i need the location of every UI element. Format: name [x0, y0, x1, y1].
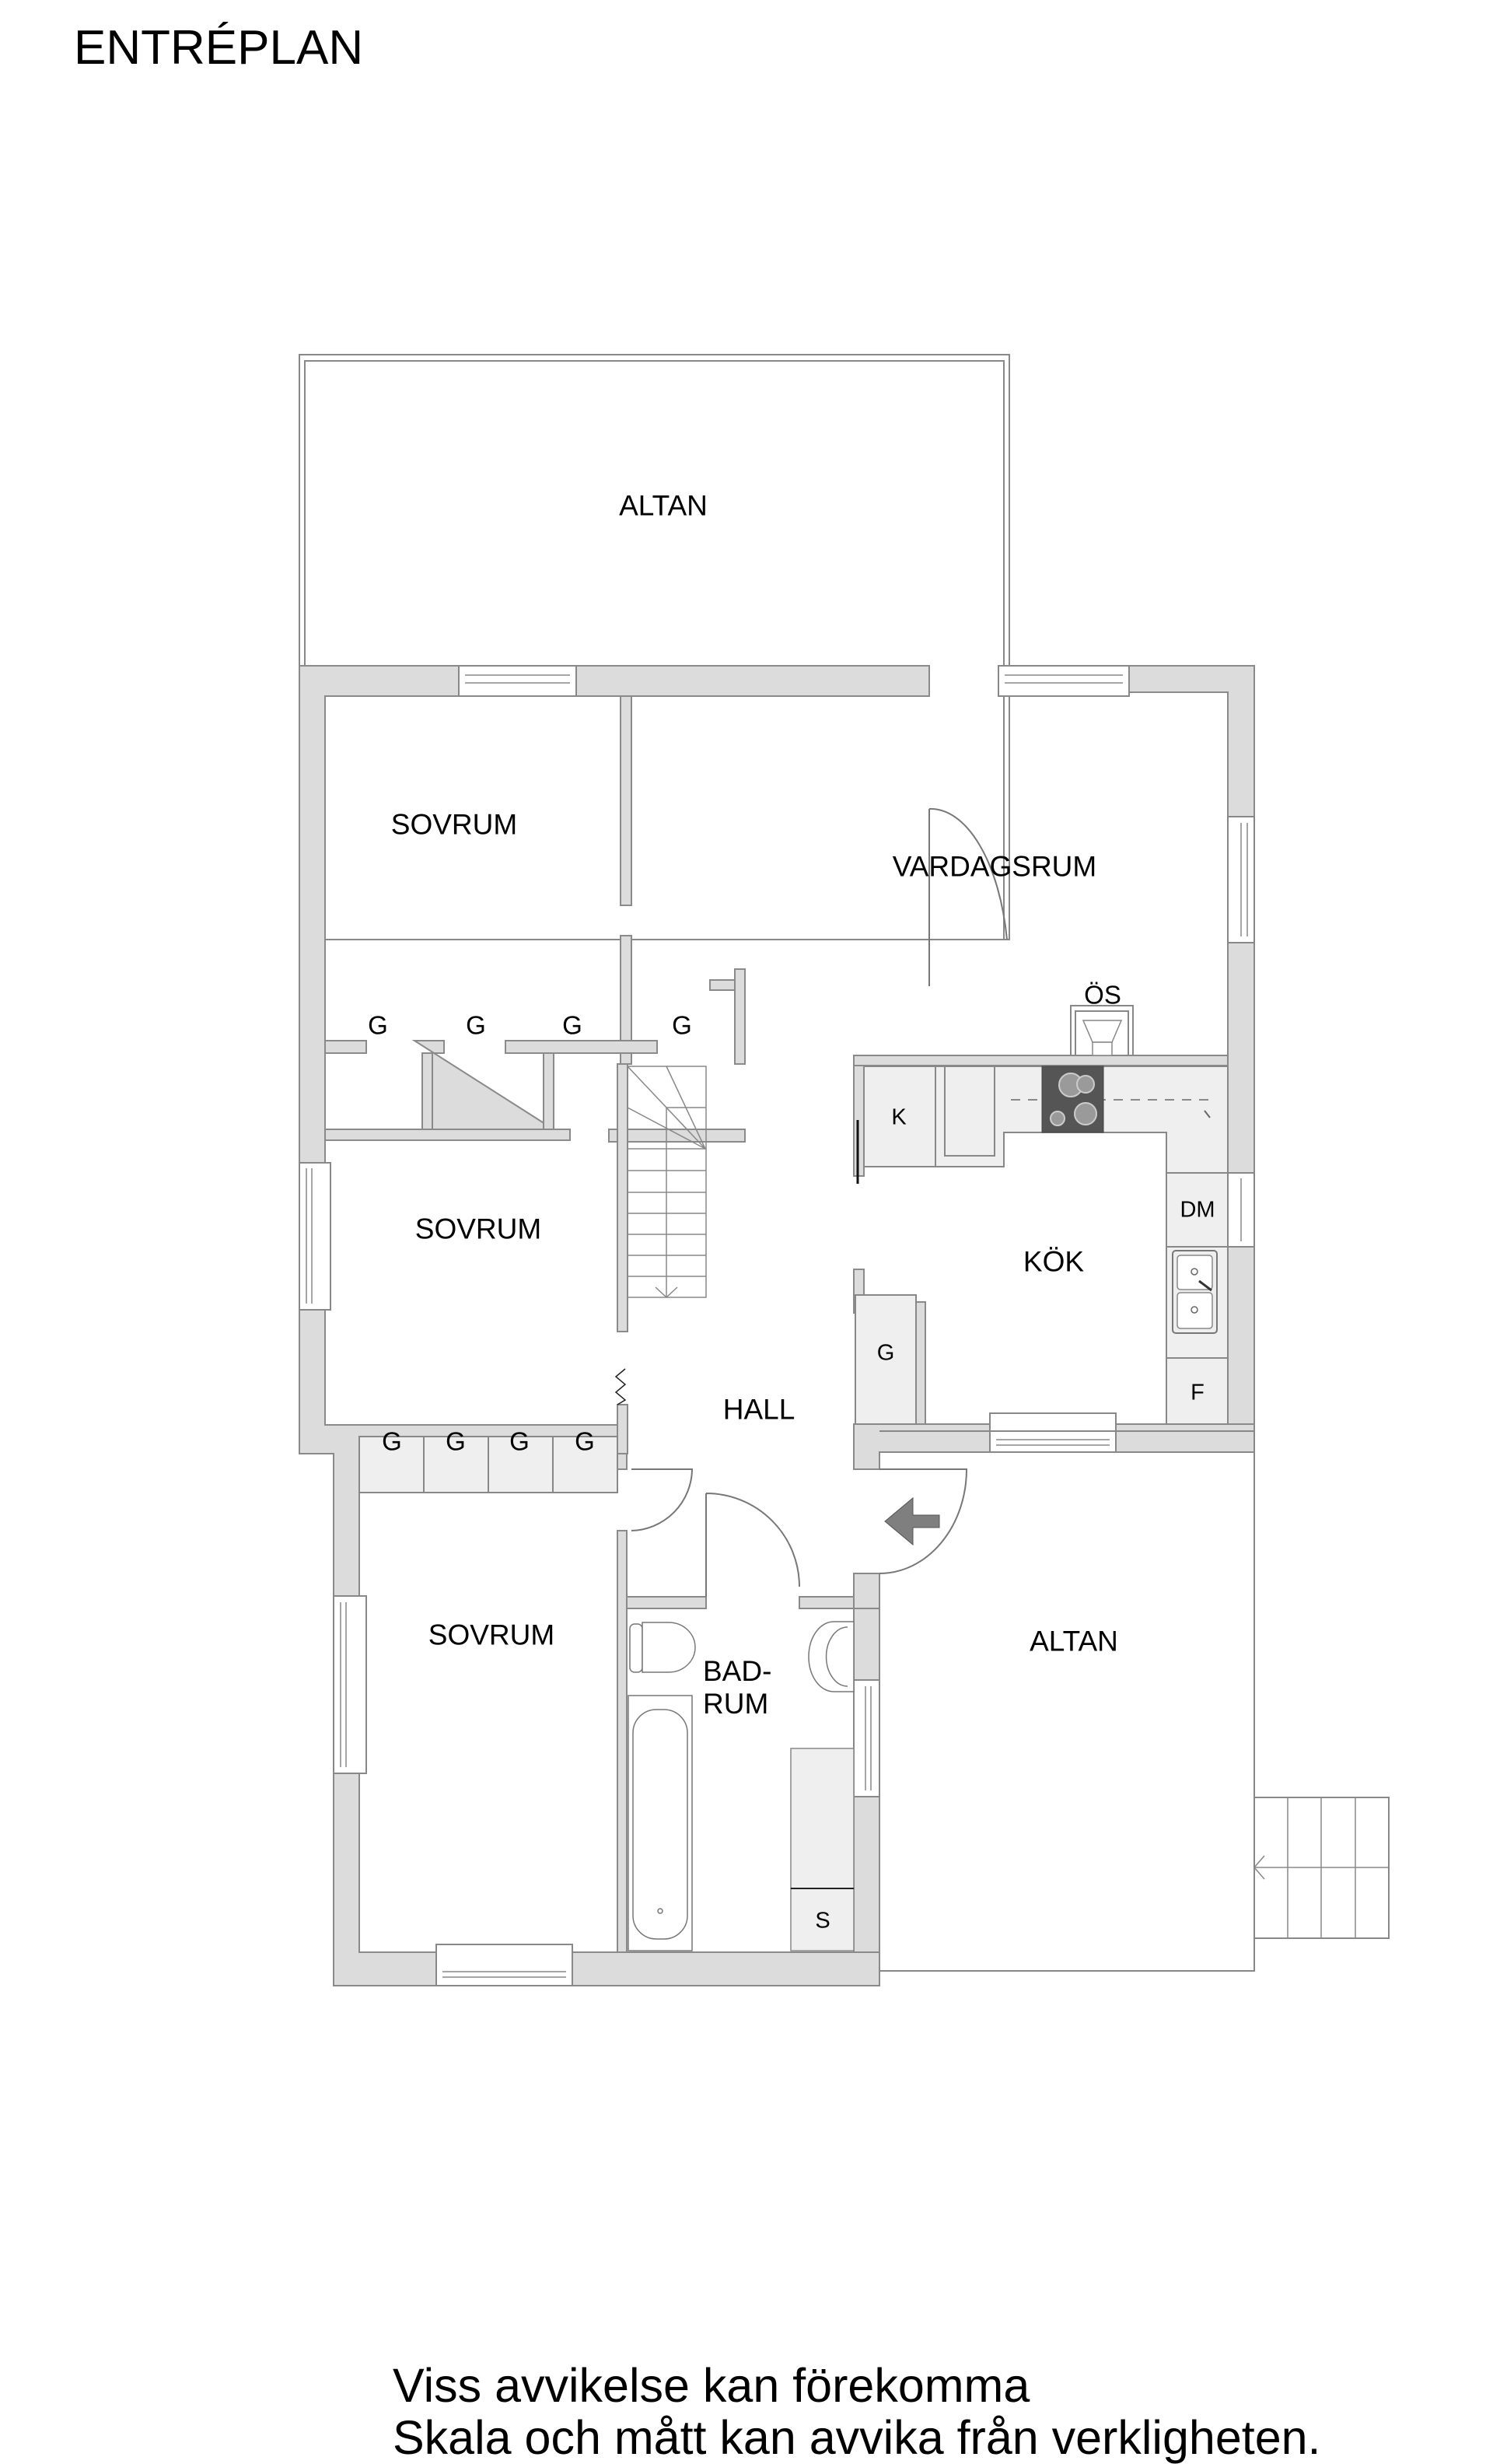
- closet-hall: [855, 1294, 917, 1425]
- fireplace-icon: [1070, 1005, 1134, 1056]
- interior-walls: [324, 695, 1229, 1953]
- door-altan-top: [928, 807, 1008, 986]
- room-label-badrum-line1: BAD-: [703, 1655, 772, 1687]
- closet-label-lower-4: G: [575, 1426, 595, 1456]
- disclaimer-line-1: Viss avvikelse kan förekomma: [393, 2359, 1030, 2412]
- page-title: ENTRÉPLAN: [74, 21, 364, 75]
- windows: [299, 665, 1255, 1986]
- closet-label-upper-3: G: [562, 1010, 582, 1040]
- room-label-altan-bottom: ALTAN: [1030, 1625, 1118, 1657]
- closet-label-upper-1: G: [368, 1010, 388, 1040]
- opening-zigzag: [614, 1368, 627, 1405]
- room-label-badrum-line2: RUM: [703, 1688, 769, 1720]
- altan-bottom-outline: [879, 1430, 1255, 1972]
- fixture-label-kyl: K: [891, 1104, 907, 1130]
- closet-label-upper-4: G: [672, 1010, 692, 1040]
- closet-label-lower-1: G: [382, 1426, 402, 1456]
- closet-label-upper-2: G: [466, 1010, 486, 1040]
- fixture-label-frys: F: [1191, 1380, 1205, 1405]
- room-label-altan-top: ALTAN: [619, 489, 708, 522]
- room-label-sovrum-3: SOVRUM: [428, 1619, 555, 1651]
- room-label-hall: HALL: [722, 1393, 795, 1426]
- doors: [631, 1468, 968, 1597]
- disclaimer: Viss avvikelse kan förekomma Skala och m…: [393, 2360, 1321, 2464]
- kitchen-sink-icon: [1172, 1250, 1218, 1334]
- room-label-os: ÖS: [1084, 980, 1121, 1010]
- room-label-sovrum-2: SOVRUM: [414, 1213, 542, 1245]
- altan-top-outline: [299, 354, 1010, 940]
- bathroom-fixtures: [628, 1621, 855, 1951]
- closet-label-lower-3: G: [509, 1426, 530, 1456]
- closet-label-lower-2: G: [446, 1426, 466, 1456]
- disclaimer-line-2: Skala och mått kan avvika från verklighe…: [393, 2411, 1321, 2464]
- closet-row-lower: [358, 1436, 618, 1493]
- fixture-label-skap: S: [815, 1908, 830, 1934]
- outdoor-steps: [1253, 1797, 1390, 1939]
- room-label-vardagsrum: VARDAGSRUM: [892, 850, 1097, 883]
- stove-icon: [1041, 1066, 1104, 1133]
- room-label-badrum: BAD- RUM: [703, 1655, 771, 1720]
- fixture-label-dm: DM: [1180, 1197, 1215, 1223]
- closet-label-hall: G: [876, 1340, 895, 1366]
- entrance-arrow-icon: [884, 1496, 940, 1546]
- room-label-kok: KÖK: [1023, 1245, 1085, 1278]
- staircase: [627, 1066, 707, 1299]
- outer-walls: [299, 665, 1255, 1986]
- room-label-sovrum-1: SOVRUM: [390, 808, 518, 841]
